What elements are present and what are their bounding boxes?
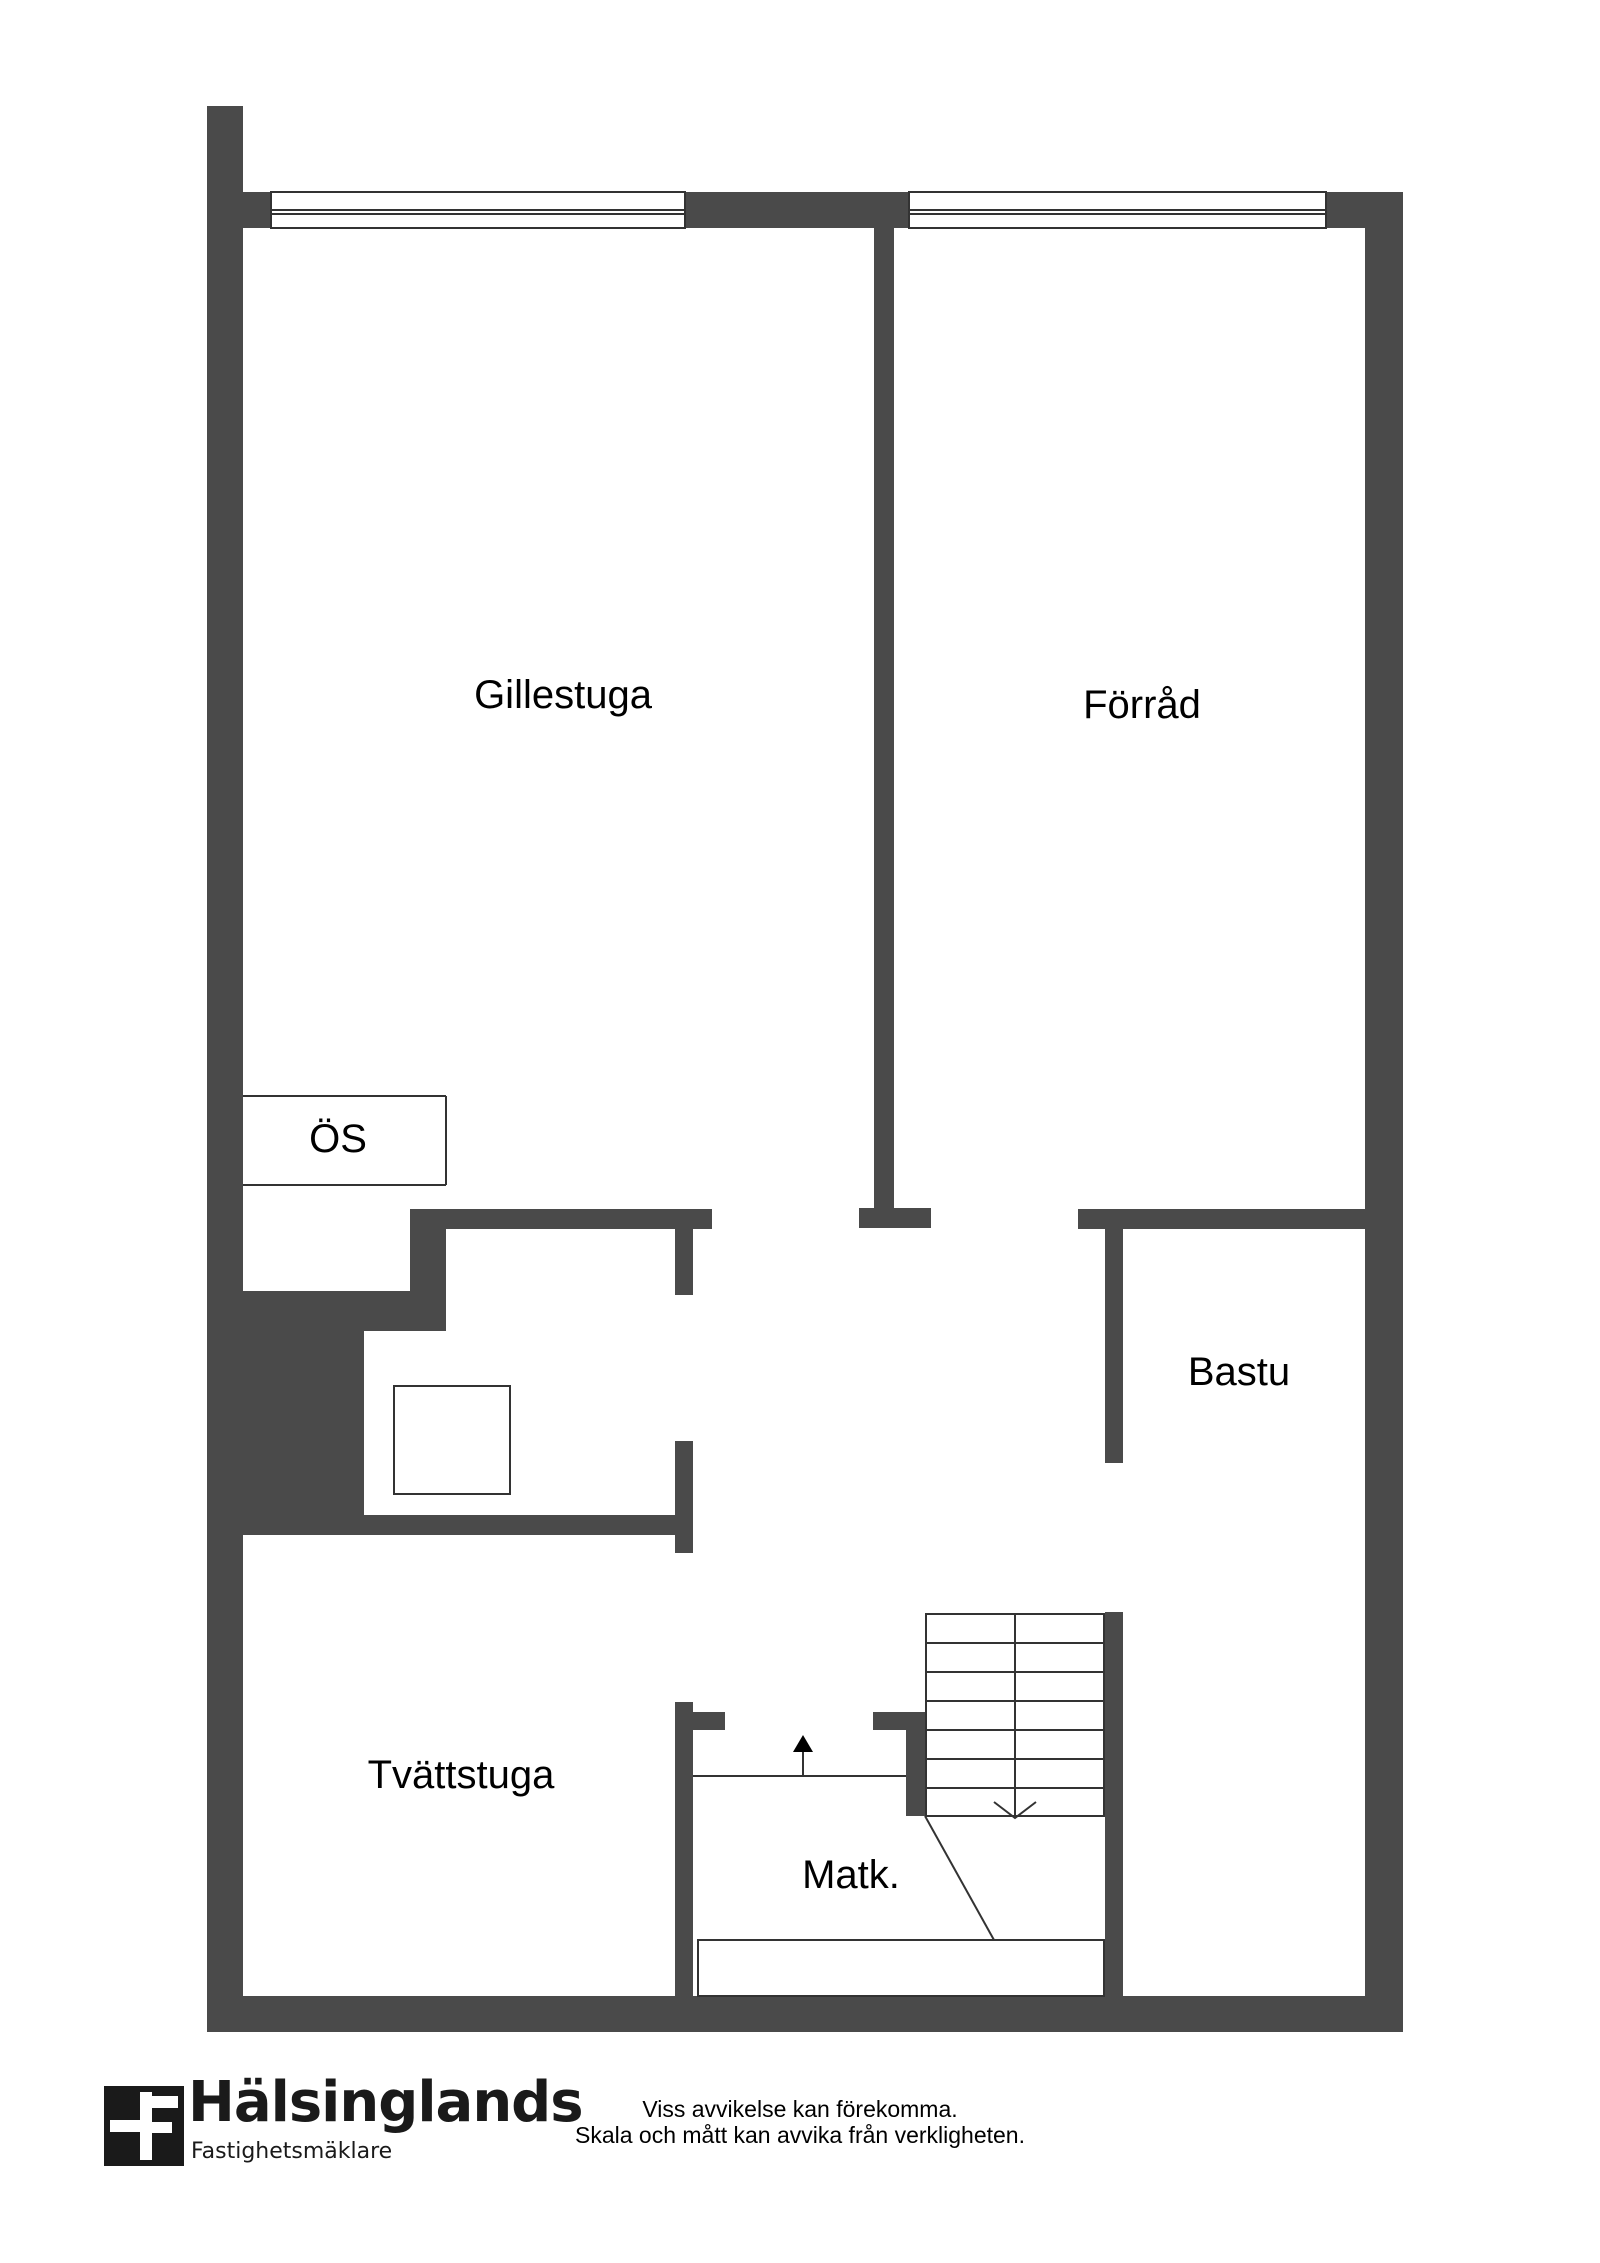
wall-storage-door-lower bbox=[675, 1441, 693, 1553]
partition-gillestuga-forrad bbox=[874, 228, 894, 1216]
window-right bbox=[908, 191, 1327, 229]
partition-foot bbox=[859, 1208, 931, 1228]
chimney-block bbox=[243, 1291, 364, 1535]
outer-wall-bottom bbox=[207, 1996, 1403, 2032]
os-shelf bbox=[243, 1095, 447, 1186]
disclaimer-line-1: Viss avvikelse kan förekomma. bbox=[642, 2096, 958, 2122]
room-label-tvattstuga: Tvättstuga bbox=[368, 1753, 556, 1797]
brand-subtitle: Fastighetsmäklare bbox=[191, 2139, 393, 2164]
matk-diagonal-line bbox=[924, 1815, 995, 1941]
room-labels: Gillestuga Förråd ÖS Bastu Tvättstuga Ma… bbox=[309, 673, 1290, 1897]
wall-matk-left bbox=[675, 1702, 693, 1996]
boiler-tank bbox=[393, 1385, 511, 1495]
wall-stair-left bbox=[906, 1712, 925, 1816]
wall-stair-right bbox=[1105, 1612, 1123, 1996]
window-left bbox=[270, 191, 686, 229]
outer-wall-top-mid bbox=[685, 192, 909, 228]
hf-logo-icon bbox=[104, 2086, 184, 2166]
room-label-os: ÖS bbox=[309, 1117, 367, 1161]
disclaimer: Viss avvikelse kan förekomma. Skala och … bbox=[540, 2096, 1060, 2148]
matk-bench bbox=[697, 1939, 1105, 1997]
wall-matk-stub-left bbox=[675, 1712, 725, 1730]
room-label-forrad: Förråd bbox=[1083, 683, 1201, 727]
wall-storage-door-upper bbox=[675, 1209, 693, 1295]
arrow-down-icon bbox=[993, 1790, 1037, 1820]
staircase bbox=[925, 1613, 1105, 1817]
brand-name: Hälsinglands bbox=[188, 2070, 584, 2135]
outer-wall-right bbox=[1365, 192, 1403, 2032]
arrow-up-icon bbox=[793, 1735, 813, 1776]
disclaimer-line-2: Skala och mått kan avvika från verklighe… bbox=[574, 2122, 1025, 2148]
outer-wall-top-left bbox=[207, 192, 271, 228]
room-label-gillestuga: Gillestuga bbox=[474, 673, 653, 717]
outer-wall-top-right bbox=[1326, 192, 1403, 228]
outer-wall-left bbox=[207, 106, 243, 2032]
room-label-matk: Matk. bbox=[802, 1853, 900, 1897]
wall-bastu-left bbox=[1105, 1209, 1123, 1463]
wall-bastu-top bbox=[1078, 1209, 1365, 1229]
wall-corridor-top-left bbox=[410, 1209, 712, 1229]
wall-storage-bottom bbox=[243, 1515, 686, 1535]
walls bbox=[207, 106, 1403, 2032]
fixtures bbox=[243, 191, 1327, 1997]
room-label-bastu: Bastu bbox=[1188, 1350, 1290, 1394]
